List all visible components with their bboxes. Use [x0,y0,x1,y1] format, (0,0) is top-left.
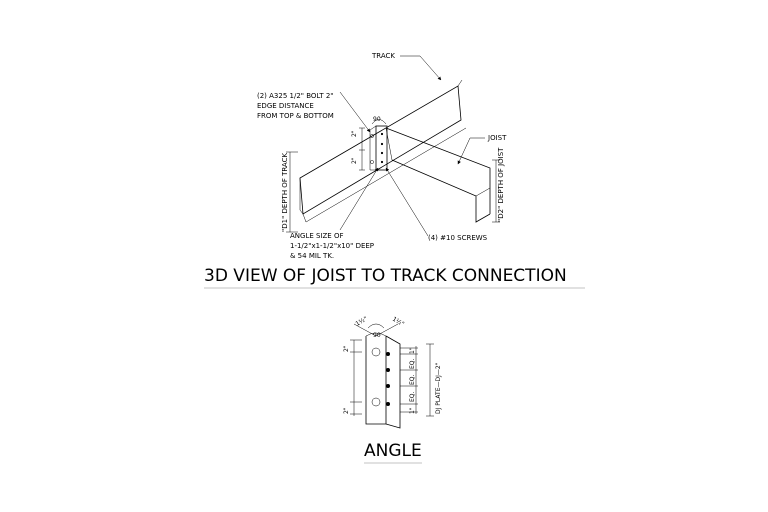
angle-90-label-detail: 90 [373,332,381,339]
label-screws: (4) #10 SCREWS [428,234,488,242]
joist-member [385,127,491,223]
screw-hole [380,160,384,164]
dim-eq-2: EQ. [409,374,416,385]
dim-eq-1: EQ. [409,358,416,369]
track-member [299,79,467,223]
dim-2-bottom-detail: 2" [343,407,350,414]
dim-top-right: 1½" [391,316,405,328]
dim-2-top-detail: 2" [343,345,350,352]
svg-text:& 54 MIL TK.: & 54 MIL TK. [290,252,334,260]
title-angle: ANGLE [364,441,422,461]
label-angle-size: ANGLE SIZE OF 1-1/2"x1-1/2"x10" DEEP & 5… [290,232,374,260]
svg-text:FROM TOP & BOTTOM: FROM TOP & BOTTOM [257,112,334,120]
screw-hole [386,368,390,372]
screw-hole [386,384,390,388]
label-track-depth: "D1" DEPTH OF TRACK [281,153,289,232]
label-joist-depth: "D2" DEPTH OF JOIST [497,147,505,222]
svg-text:ANGLE SIZE OF: ANGLE SIZE OF [290,232,343,240]
label-track: TRACK [371,52,395,60]
depth-dims [286,151,500,233]
dim-1-bottom: 1" [409,407,416,414]
screw-hole [380,132,384,136]
leader-lines [339,55,485,237]
plate-label: DJ PLATE—DJ—2" [435,362,442,414]
screw-hole [386,352,390,356]
bolt-hole [371,397,381,407]
bolt-hole [370,134,374,138]
svg-text:(2) A325 1/2" BOLT 2": (2) A325 1/2" BOLT 2" [257,92,334,100]
dim-2-top: 2" [351,130,358,137]
label-bolt: (2) A325 1/2" BOLT 2" EDGE DISTANCE FROM… [257,92,334,120]
bolt-hole [370,160,374,164]
screw-hole [386,402,390,406]
title-3d-view: 3D VIEW OF JOIST TO TRACK CONNECTION [204,266,567,286]
angle-detail [350,323,434,429]
svg-text:1-1/2"x1-1/2"x10" DEEP: 1-1/2"x1-1/2"x10" DEEP [290,242,374,250]
angle-90-label: 90 [373,116,381,123]
connection-angle [359,119,388,171]
svg-text:EDGE DISTANCE: EDGE DISTANCE [257,102,314,110]
screw-hole [380,142,384,146]
dim-2-bottom: 2" [351,157,358,164]
screw-hole [380,151,384,155]
dim-1-top: 1" [409,347,416,354]
dim-eq-3: EQ. [409,391,416,402]
label-joist: JOIST [487,134,507,142]
dim-top-left: 1½" [355,315,369,327]
bolt-hole [371,347,381,357]
